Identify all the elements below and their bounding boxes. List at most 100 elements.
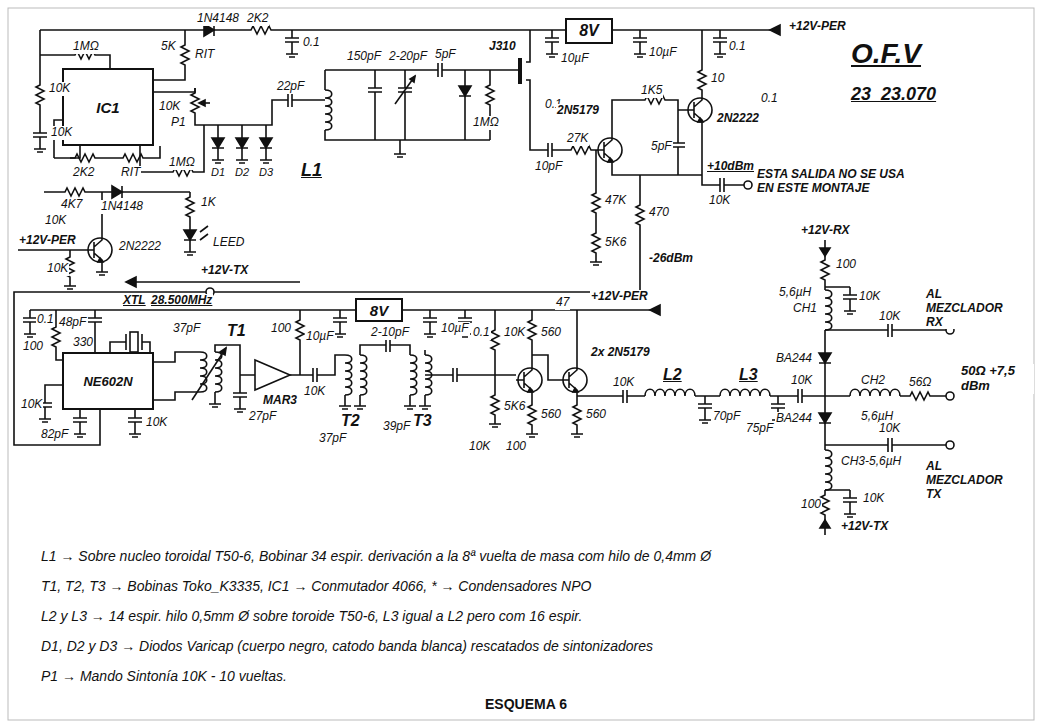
component-label: 5K6	[604, 236, 627, 250]
component-label: 0.1	[36, 313, 55, 327]
ic-box: IC1	[62, 68, 154, 146]
component-label: 5pF	[434, 48, 457, 62]
component-label: LEED	[212, 236, 245, 250]
component-label: 1K	[200, 196, 217, 210]
component-label: 1MΩ	[472, 116, 500, 130]
component-label: 2-10pF	[370, 326, 410, 340]
component-label: 560	[540, 326, 562, 340]
component-label: 10K	[503, 326, 526, 340]
component-label: 0.1	[472, 326, 491, 340]
note-text: L2 y L3 → 14 espir. hilo 0,5mm Ø sobre t…	[40, 608, 583, 624]
component-label: 100	[800, 498, 822, 512]
ic-box: 8V	[565, 18, 613, 44]
component-label: 10K	[790, 374, 813, 388]
component-label: ESTA SALIDA NO SE USA EN ESTE MONTAJE	[756, 168, 908, 196]
component-label: 48pF	[58, 316, 87, 330]
component-label: 27K	[566, 132, 589, 146]
component-symbols	[23, 24, 935, 520]
component-label: 10K	[303, 385, 326, 399]
component-label: +10dBm	[706, 160, 755, 174]
component-label: 10K	[878, 422, 901, 436]
box-label: 8V	[370, 302, 388, 319]
diagram-title: O.F.V	[850, 38, 922, 70]
component-label: 10K	[468, 440, 491, 454]
component-label: 0.1	[760, 92, 779, 106]
ic-box: NE602N	[62, 352, 154, 410]
component-label: 330	[72, 336, 94, 350]
component-label: 5,6µH	[778, 286, 812, 300]
component-label: 39pF	[382, 420, 411, 434]
component-label: CH2	[860, 374, 886, 388]
component-label: 10K	[858, 290, 881, 304]
component-label: 2-20pF	[388, 50, 428, 64]
component-label: T1	[226, 322, 247, 340]
component-label: D3	[258, 166, 274, 179]
component-label: CH3-5,6µH	[840, 455, 902, 469]
component-label: L3	[738, 366, 759, 384]
box-label: 8V	[579, 22, 599, 40]
component-label: L2	[662, 366, 683, 384]
component-label: 10K	[145, 416, 168, 430]
component-label: 10K	[158, 100, 181, 114]
component-label: 5K6	[503, 400, 526, 414]
component-label: 100	[835, 258, 857, 272]
component-label: 0.1	[302, 36, 321, 50]
component-label: 1MΩ	[168, 156, 196, 170]
component-label: 2N5179	[556, 104, 600, 118]
component-label: 100	[505, 440, 527, 454]
component-label: 10K	[708, 194, 731, 208]
component-label: +12V-TX	[200, 264, 249, 278]
component-label: 1K5	[640, 84, 663, 98]
box-label: NE602N	[83, 374, 132, 389]
component-label: AL MEZCLADOR TX	[925, 460, 1022, 501]
component-label: 5pF	[650, 140, 673, 154]
component-label: 10K	[48, 82, 71, 96]
component-label: XTL	[122, 294, 147, 308]
diagram-caption: ESQUEMA 6	[4, 696, 1042, 712]
component-label: 22pF	[276, 80, 305, 94]
component-label: 50Ω +7,5 dBm	[960, 364, 1034, 394]
component-label: 27pF	[248, 410, 277, 424]
component-label: -26dBm	[648, 252, 694, 266]
note-text: D1, D2 y D3 → Diodos Varicap (cuerpo neg…	[40, 638, 654, 654]
component-label: MAR3	[262, 394, 298, 408]
component-label: 2K2	[246, 12, 269, 26]
component-label: +12V-PER	[18, 234, 77, 248]
misc-symbols	[126, 25, 954, 528]
component-label: 1N4148	[196, 12, 240, 26]
component-label: 47K	[604, 194, 627, 208]
component-label: 100	[270, 322, 292, 336]
note-text: L1 → Sobre nucleo toroidal T50-6, Bobina…	[40, 548, 712, 564]
component-label: L1	[300, 160, 323, 181]
component-label: 10µF	[560, 52, 590, 66]
component-label: 2x 2N5179	[590, 346, 651, 360]
component-label: P1	[170, 116, 187, 130]
component-label: 10K	[862, 492, 885, 506]
component-label: 1MΩ	[72, 40, 100, 54]
component-label: 10µF	[440, 322, 470, 336]
component-label: 10K	[50, 126, 73, 140]
component-label: 150pF	[346, 50, 382, 64]
component-label: CH1	[792, 302, 818, 316]
component-label: 82pF	[40, 428, 69, 442]
component-label: BA244	[775, 412, 813, 426]
component-label: 37pF	[172, 322, 201, 336]
component-label: RIT	[120, 166, 141, 180]
component-label: BA244	[775, 352, 813, 366]
component-label: 10µF	[305, 330, 335, 344]
component-label: D1	[210, 166, 226, 179]
component-label: 10µF	[648, 46, 678, 60]
component-label: T2	[340, 412, 361, 430]
component-label: D2	[234, 166, 250, 179]
component-label: 100	[22, 340, 44, 354]
component-label: 70pF	[712, 410, 741, 424]
component-label: +12V-RX	[800, 224, 851, 238]
component-label: 1N4148	[100, 200, 144, 214]
wires	[14, 30, 946, 535]
component-label: T3	[412, 412, 433, 430]
component-label: 10K	[612, 376, 635, 390]
frame	[8, 8, 1034, 720]
component-label: 75pF	[745, 422, 774, 436]
component-label: 23_23.070	[850, 84, 937, 105]
